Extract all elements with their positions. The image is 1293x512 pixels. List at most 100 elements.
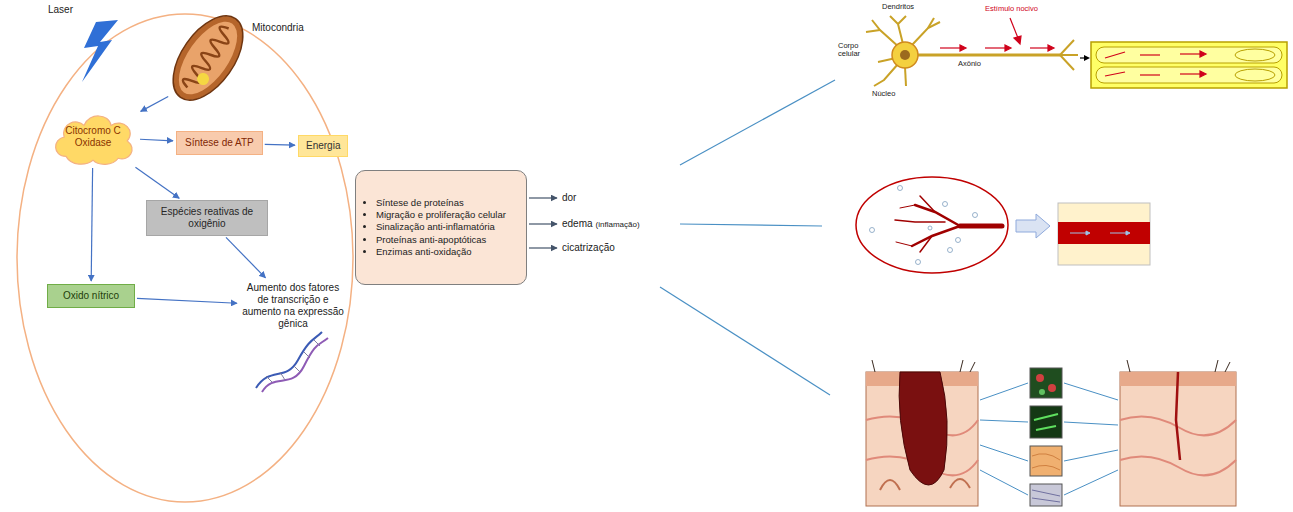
thumbnail-links xyxy=(980,420,1028,422)
vessel-figure xyxy=(1110,233,1126,234)
vessel-figure xyxy=(916,260,921,265)
vessel-figure xyxy=(956,238,961,243)
nerve-fibre-figure xyxy=(1091,42,1287,88)
vessel-figure xyxy=(928,226,932,230)
mitochondria-figure xyxy=(159,4,257,112)
thumbnail-links xyxy=(980,383,1028,400)
bullet-list: Síntese de proteínasMigração e prolifera… xyxy=(364,197,520,259)
part-label: Dendritos xyxy=(882,3,914,11)
healed-skin-figure xyxy=(1176,372,1180,460)
neuron-figure xyxy=(874,64,898,86)
nerve-fibre-figure xyxy=(1105,72,1125,76)
vessel-figure xyxy=(920,196,935,212)
cloud-outline xyxy=(56,116,132,164)
wound-skin-figure xyxy=(872,360,875,372)
healed-skin-figure xyxy=(1225,362,1230,372)
nerve-fibre-figure xyxy=(1091,42,1287,88)
part-label: Núcleo xyxy=(872,90,895,98)
dna-figure xyxy=(304,352,310,358)
nerve-fibre-figure xyxy=(1096,67,1282,83)
node-text: edema xyxy=(562,218,593,230)
node-text: Citocromo C Oxidase xyxy=(62,125,124,149)
connectors xyxy=(91,97,557,304)
node-text: Energia xyxy=(306,140,340,152)
process-box: Espécies reativas de oxigênio xyxy=(146,200,268,236)
bullet-item: Síntese de proteínas xyxy=(376,197,520,208)
wound-skin-figure xyxy=(960,360,963,372)
neuron-figure xyxy=(1005,45,1011,51)
neuron-figure xyxy=(928,18,934,28)
bullet-item: Enzimas anti-oxidação xyxy=(376,246,520,257)
mitochondria-figure xyxy=(159,4,257,112)
node-text: dor xyxy=(562,192,576,204)
arrow-connector xyxy=(137,298,237,303)
nerve-fibre-figure xyxy=(1200,51,1206,57)
healing-stage-thumbnails xyxy=(1032,454,1060,470)
dna-figure xyxy=(262,338,328,392)
wound-skin-figure xyxy=(866,372,978,506)
bullet-item: Migração e proliferação celular xyxy=(376,209,520,220)
neuron-figure xyxy=(892,42,918,68)
mitochondria-figure xyxy=(168,12,249,104)
part-label: Axônio xyxy=(958,60,981,68)
thumbnail-links xyxy=(1064,422,1118,425)
process-box: Síntese de ATP xyxy=(176,131,263,155)
neuron-figure xyxy=(985,47,1005,48)
thumbnail-links xyxy=(980,445,1028,461)
nerve-fibre-figure xyxy=(1235,49,1275,61)
mitochondria-figure xyxy=(181,24,235,92)
neuron-figure xyxy=(1010,18,1018,38)
nerve-fibre-figure xyxy=(1140,54,1160,55)
neuron-figure xyxy=(1060,54,1078,56)
thumbnail-links xyxy=(1064,383,1118,400)
thumbnail-links xyxy=(980,383,1118,495)
healing-stage-thumbnails xyxy=(1030,484,1062,506)
thumbnail-links xyxy=(980,470,1028,495)
healed-skin-figure xyxy=(1120,360,1236,506)
healing-stage-thumbnails xyxy=(1030,368,1062,398)
neuron-figure xyxy=(917,54,1060,57)
healing-stage-thumbnails xyxy=(1048,384,1056,392)
wound-skin-figure xyxy=(970,362,975,372)
mitochondria-figure xyxy=(195,71,212,88)
laser-bolt xyxy=(82,20,118,82)
neuron-figure xyxy=(1014,36,1021,44)
wound-skin-figure xyxy=(880,480,900,490)
vessel-figure xyxy=(1070,233,1086,234)
dna-figure xyxy=(314,340,320,346)
healed-skin-figure xyxy=(1215,360,1218,372)
arrow-connector xyxy=(226,237,266,277)
arrow-connector xyxy=(135,167,179,198)
healing-stage-thumbnails xyxy=(1032,490,1060,502)
arrow-connector xyxy=(141,97,169,112)
dna-figure xyxy=(280,372,285,380)
healed-skin-figure xyxy=(1120,456,1236,475)
neuron-figure xyxy=(898,16,906,24)
outcome-text: Aumento dos fatores de transcrição e aum… xyxy=(240,280,346,332)
neuron-figure xyxy=(1060,40,1074,55)
node-subtext: (inflamação) xyxy=(596,220,640,230)
bullet-item: Proteínas anti-apoptóticas xyxy=(376,234,520,245)
vessel-figure xyxy=(1016,214,1050,238)
vessel-figure xyxy=(943,202,948,207)
arrow-connector xyxy=(265,144,295,146)
node-text: Aumento dos fatores de transcrição e aum… xyxy=(242,282,344,330)
enzyme-cloud: Citocromo C Oxidase xyxy=(48,108,138,166)
nerve-fibre-figure xyxy=(1105,52,1125,58)
healing-stage-thumbnails xyxy=(1030,368,1062,506)
arrow-connector xyxy=(529,197,557,198)
thumbnail-links xyxy=(1064,450,1118,461)
neuron-figure xyxy=(900,50,910,60)
leader-lines xyxy=(660,287,830,395)
neuron-figure xyxy=(940,47,960,48)
process-box: Oxido nítrico xyxy=(47,284,135,308)
neuron-figure xyxy=(1060,55,1074,70)
vessel-figure xyxy=(895,220,945,222)
vessel-figure xyxy=(898,186,903,191)
neuron-figure xyxy=(960,45,966,51)
node-text: Síntese de ATP xyxy=(185,137,254,149)
